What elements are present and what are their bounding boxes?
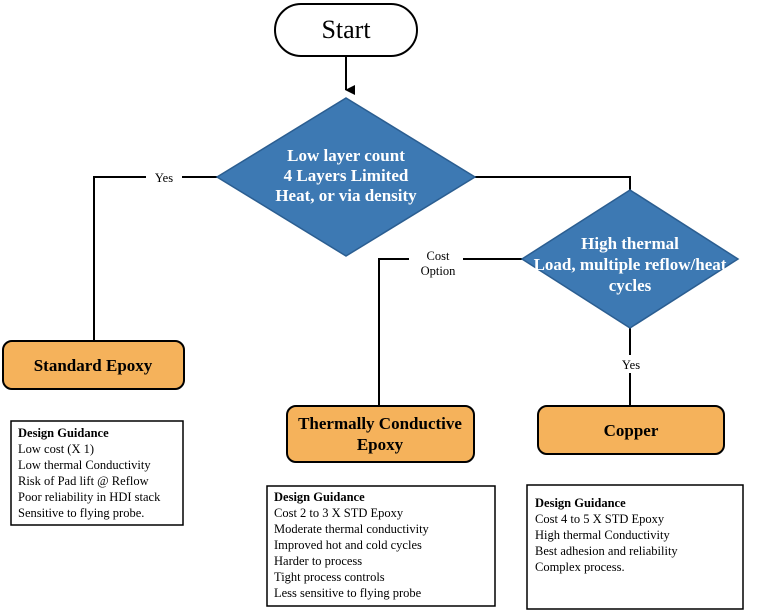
thermally-conductive-epoxy-box (286, 405, 475, 463)
connector-decision1-no-to-decision2 (475, 176, 631, 190)
yes-down-label: Yes (622, 358, 640, 372)
guidance-standard-epoxy: Design Guidance Low cost (X 1) Low therm… (10, 420, 184, 526)
cost-option-label-line-2: Option (421, 264, 456, 278)
decision-thermal-load-line-1: High thermal (581, 234, 679, 253)
thermally-conductive-epoxy-line-1: Thermally Conductive (298, 414, 462, 433)
decision-thermal-load-diamond (520, 189, 740, 329)
decision-thermal-load-line-2: Load, multiple reflow/heat (534, 255, 727, 274)
guidance-copper-title: Design Guidance (535, 496, 626, 510)
connector-decision1-yes-to-standard-epoxy (93, 176, 217, 340)
guidance-copper-box (526, 484, 744, 610)
guidance-thermally-conductive-epoxy-item: Improved hot and cold cycles (274, 538, 422, 552)
start-node: Start (274, 3, 418, 57)
cost-option-label-line-1: Cost (427, 249, 450, 263)
decision-layer-count-diamond (215, 97, 477, 257)
guidance-copper-item: Complex process. (535, 560, 625, 574)
guidance-copper-item: Best adhesion and reliability (535, 544, 678, 558)
guidance-standard-epoxy-item: Poor reliability in HDI stack (18, 490, 161, 504)
guidance-standard-epoxy-item: Low thermal Conductivity (18, 458, 151, 472)
standard-epoxy-label: Standard Epoxy (34, 356, 153, 375)
guidance-copper-item: High thermal Conductivity (535, 528, 670, 542)
copper-label: Copper (604, 421, 659, 440)
guidance-thermally-conductive-epoxy-box (266, 485, 496, 607)
start-terminal-shape (274, 3, 418, 57)
edge-labels: Yes Cost Option Yes (146, 168, 648, 373)
decision-layer-count-line-1: Low layer count (287, 146, 405, 165)
start-label: Start (321, 15, 371, 44)
connector-decision2-cost-option-to-thermal-epoxy (378, 258, 522, 405)
guidance-copper: Design Guidance Cost 4 to 5 X STD Epoxy … (526, 484, 744, 610)
yes-left-label-bg (146, 168, 182, 186)
guidance-thermally-conductive-epoxy-item: Moderate thermal conductivity (274, 522, 430, 536)
yes-left-label: Yes (155, 171, 173, 185)
guidance-thermally-conductive-epoxy-item: Less sensitive to flying probe (274, 586, 422, 600)
decision-layer-count-line-3: Heat, or via density (275, 186, 417, 205)
decision-thermal-load: High thermal Load, multiple reflow/heat … (520, 189, 740, 329)
guidance-thermally-conductive-epoxy-item: Harder to process (274, 554, 362, 568)
guidance-copper-item: Cost 4 to 5 X STD Epoxy (535, 512, 665, 526)
thermally-conductive-epoxy-line-2: Epoxy (357, 435, 404, 454)
outcome-thermally-conductive-epoxy: Thermally Conductive Epoxy (286, 405, 475, 463)
decision-layer-count-line-2: 4 Layers Limited (284, 166, 409, 185)
guidance-standard-epoxy-item: Low cost (X 1) (18, 442, 94, 456)
yes-down-label-bg (614, 355, 648, 373)
guidance-standard-epoxy-box (10, 420, 184, 526)
cost-option-label-bg (409, 248, 463, 278)
guidance-thermally-conductive-epoxy-item: Cost 2 to 3 X STD Epoxy (274, 506, 404, 520)
guidance-thermally-conductive-epoxy-item: Tight process controls (274, 570, 385, 584)
copper-box (537, 405, 725, 455)
guidance-standard-epoxy-title: Design Guidance (18, 426, 109, 440)
decision-thermal-load-line-3: cycles (609, 276, 652, 295)
outcome-copper: Copper (537, 405, 725, 455)
outcome-standard-epoxy: Standard Epoxy (2, 340, 185, 390)
guidance-thermally-conductive-epoxy: Design Guidance Cost 2 to 3 X STD Epoxy … (266, 485, 496, 607)
guidance-standard-epoxy-item: Sensitive to flying probe. (18, 506, 144, 520)
standard-epoxy-box (2, 340, 185, 390)
decision-layer-count: Low layer count 4 Layers Limited Heat, o… (215, 97, 477, 257)
guidance-thermally-conductive-epoxy-title: Design Guidance (274, 490, 365, 504)
guidance-standard-epoxy-item: Risk of Pad lift @ Reflow (18, 474, 149, 488)
